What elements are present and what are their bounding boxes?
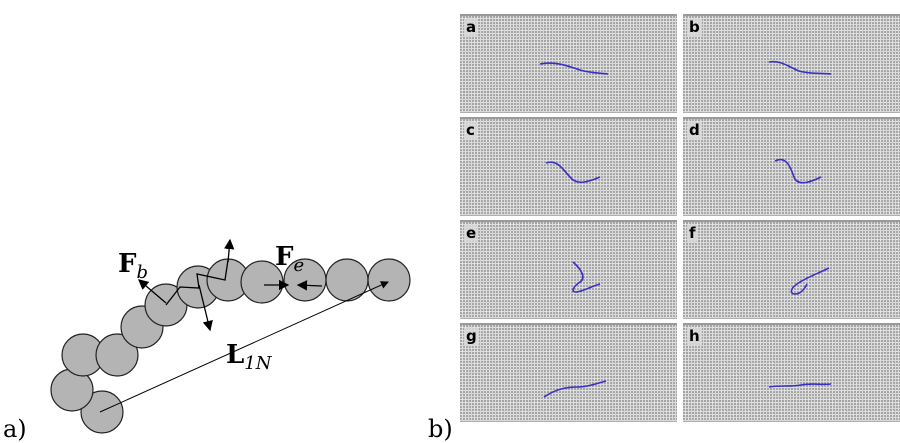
bead-12 — [367, 258, 411, 302]
panel-letter: a — [464, 18, 479, 36]
filament-curve — [768, 60, 832, 75]
sublabel-b: b) — [428, 415, 453, 443]
filament-curve — [543, 380, 607, 398]
fb-arrow-left — [138, 279, 167, 304]
snapshot-panel-d: d — [683, 117, 900, 216]
panel-letter: e — [464, 224, 479, 242]
fb-arrow-up — [223, 238, 235, 263]
snapshot-panel-f: f — [683, 220, 900, 319]
fb-arrow-down — [198, 284, 213, 332]
snapshot-panel-c: c — [460, 117, 677, 216]
panel-letter: g — [464, 327, 479, 345]
bead-chain-diagram: Fb Fe L1N — [50, 238, 411, 434]
end-to-end-vector — [99, 281, 389, 413]
bead-4 — [95, 333, 139, 377]
force-arrows — [99, 238, 389, 413]
fe-arrow-left — [296, 280, 323, 291]
filament-curve — [539, 62, 609, 75]
panel-letter: b — [687, 18, 702, 36]
fe-label: Fe — [275, 242, 304, 276]
snapshot-panel-h: h — [683, 323, 900, 422]
snapshot-panel-e: e — [460, 220, 677, 319]
snapshot-panel-b: b — [683, 14, 900, 113]
bead-1 — [80, 390, 124, 434]
filament-curve — [768, 383, 832, 388]
panel-letter: d — [687, 121, 702, 139]
l1n-label: L1N — [226, 340, 273, 374]
filament-curve — [790, 267, 830, 295]
fb-label: Fb — [118, 249, 148, 283]
panel-letter: f — [687, 224, 698, 242]
bead-11 — [325, 258, 369, 302]
filament-curve — [774, 158, 822, 184]
panel-letter: h — [687, 327, 702, 345]
snapshot-panel-g: g — [460, 323, 677, 422]
filament-curve — [545, 161, 601, 184]
filament-curve — [572, 261, 601, 293]
panel-letter: c — [464, 121, 477, 139]
bending-zigzag — [165, 259, 229, 306]
bead-group — [50, 258, 411, 434]
snapshot-panel-a: a — [460, 14, 677, 113]
sublabel-a: a) — [3, 415, 27, 443]
